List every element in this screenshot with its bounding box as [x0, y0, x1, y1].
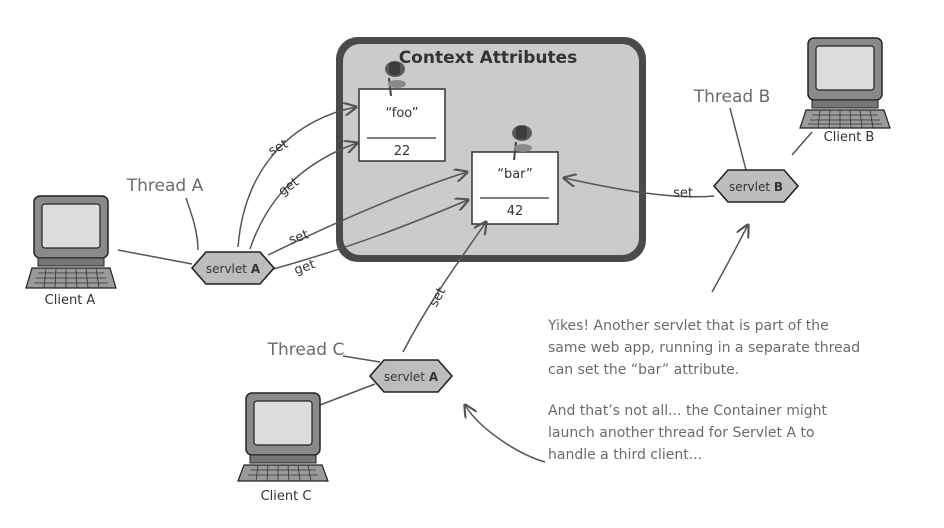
servlet-a-second-node: servlet A — [368, 359, 454, 393]
computer-icon — [237, 392, 329, 482]
edge-label-get: get — [292, 257, 317, 278]
attribute-foo-value: 22 — [394, 144, 411, 159]
pushpin-icon — [512, 125, 532, 161]
servlet-label: servlet — [206, 262, 247, 276]
edge-label-get: get — [276, 175, 302, 200]
servlet-b-node: servlet B — [712, 169, 800, 203]
servlet-label: servlet — [384, 370, 425, 384]
servlet-letter: B — [774, 180, 783, 194]
connections — [117, 107, 813, 463]
attribute-bar-note: “bar” 42 — [471, 151, 559, 225]
servlet-letter: A — [429, 370, 439, 384]
pushpin-icon — [385, 61, 406, 97]
svg-text:servlet A: servlet A — [384, 370, 439, 384]
servlet-label: servlet — [729, 180, 770, 194]
svg-text:servlet B: servlet B — [729, 180, 783, 194]
note-yikes-line-1: Yikes! Another servlet that is part of t… — [547, 318, 829, 334]
edge-label-set: set — [673, 186, 693, 201]
note-container-line-3: handle a third client... — [548, 447, 702, 463]
client-a-label: Client A — [45, 293, 96, 308]
edge-label-set: set — [287, 227, 311, 248]
computer-icon — [25, 195, 117, 289]
thread-b-label: Thread B — [693, 87, 771, 107]
client-b-label: Client B — [824, 130, 875, 145]
computer-icon — [799, 37, 891, 129]
servlet-letter: A — [251, 262, 261, 276]
client-c-label: Client C — [261, 489, 312, 504]
attribute-foo-note: “foo” 22 — [358, 88, 446, 162]
thread-c-label: Thread C — [267, 340, 345, 360]
servlet-a-node: servlet A — [190, 251, 276, 285]
thread-a-label: Thread A — [126, 176, 204, 196]
context-title: Context Attributes — [399, 48, 578, 68]
attribute-foo-name: “foo” — [385, 106, 418, 121]
attribute-bar-value: 42 — [507, 204, 524, 219]
note-container-line-1: And that’s not all... the Container migh… — [548, 403, 828, 419]
note-container-line-2: launch another thread for Servlet A to — [548, 425, 815, 441]
svg-text:servlet A: servlet A — [206, 262, 261, 276]
attribute-bar-name: “bar” — [497, 167, 533, 182]
note-yikes-line-3: can set the “bar” attribute. — [548, 362, 739, 378]
note-yikes-line-2: same web app, running in a separate thre… — [548, 340, 860, 356]
